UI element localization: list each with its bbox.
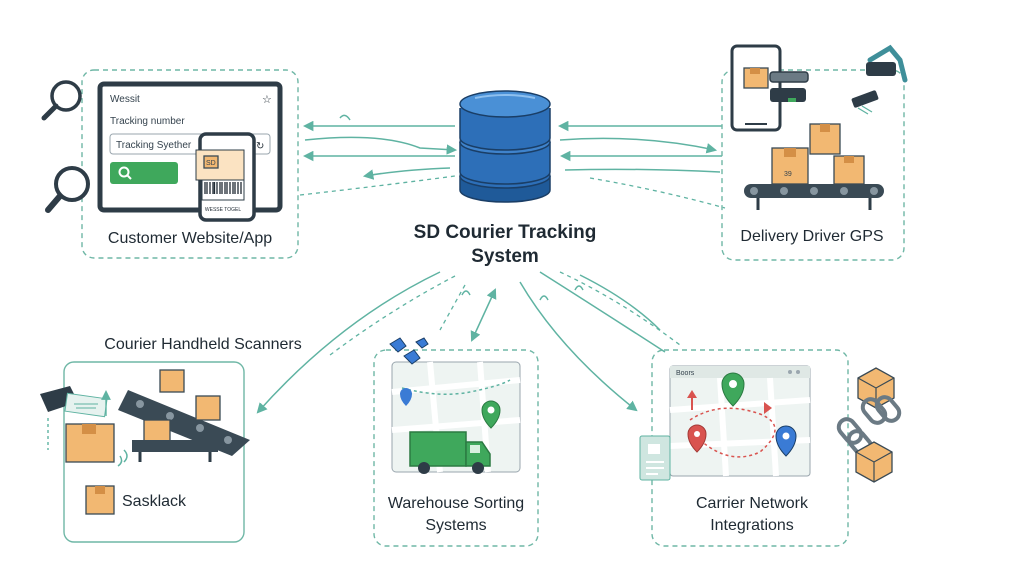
customer-label: Customer Website/App <box>108 230 272 247</box>
connector-carrier-4 <box>579 274 661 331</box>
driver-label: Delivery Driver GPS <box>740 228 883 245</box>
driver-box-label: 39 <box>784 171 792 178</box>
warehouse-frame <box>373 349 539 547</box>
drone-icon <box>389 337 429 365</box>
phone-box-icon <box>203 155 219 169</box>
conveyor-icon <box>118 369 250 462</box>
carrier-map-title: Boors <box>676 370 695 377</box>
connectors <box>256 114 726 414</box>
map-pin-icon-blue <box>775 425 797 457</box>
connector-carrier-2 <box>539 271 666 353</box>
connector-customer-squiggle <box>339 114 351 121</box>
node-driver: 39 Delivery Driver GPS <box>721 44 908 261</box>
scanner-icon <box>40 386 111 450</box>
connector-driver-2 <box>559 137 718 154</box>
connector-driver-4 <box>564 168 721 173</box>
magnifier-icon-2 <box>45 166 90 213</box>
node-carrier: Boors <box>639 349 902 547</box>
warehouse-label-line1: Warehouse Sorting <box>388 495 524 512</box>
search-icon <box>118 166 132 180</box>
tracking-input-value: Tracking Syether <box>116 140 192 151</box>
tracking-field-label: Tracking number <box>110 116 185 127</box>
scanners-item-label: Sasklack <box>122 493 187 510</box>
connector-carrier-1 <box>519 281 638 412</box>
connector-warehouse-dashed <box>439 284 466 331</box>
chain-link-icon <box>836 395 902 457</box>
node-warehouse: Warehouse Sorting Systems <box>373 337 539 547</box>
system-title-line2: System <box>471 246 539 267</box>
squiggle-3 <box>574 285 584 291</box>
scan-wave <box>117 449 128 467</box>
package-icon-2 <box>855 441 893 483</box>
star-icon: ☆ <box>262 94 272 106</box>
package-stack: 39 <box>771 123 865 185</box>
robot-arm-icon <box>769 44 908 102</box>
refresh-icon[interactable]: ↻ <box>256 141 264 152</box>
driver-frame <box>721 69 905 261</box>
squiggle-2 <box>539 295 549 301</box>
node-customer: Wessit ☆ Tracking number Tracking Syethe… <box>41 69 299 259</box>
magnifier-icon <box>41 80 82 121</box>
node-scanners: Courier Handheld Scanners <box>40 336 302 543</box>
phone-box-text: SD <box>206 160 216 167</box>
package-icon <box>743 67 769 89</box>
system-title-line1: SD Courier Tracking <box>414 222 597 243</box>
map-pin-icon <box>400 388 412 406</box>
warehouse-label-line2: Systems <box>425 517 486 534</box>
connector-scanners <box>256 271 441 414</box>
carrier-label-line1: Carrier Network <box>696 495 809 512</box>
conveyor-icon <box>744 184 884 210</box>
phone-package <box>195 149 245 181</box>
connector-warehouse <box>470 288 497 342</box>
truck-icon <box>409 431 491 474</box>
drone-icon <box>851 90 879 115</box>
map-pin-icon-green <box>481 400 501 429</box>
scanners-frame <box>63 361 245 543</box>
connector-driver-5 <box>589 177 726 209</box>
window-title: Wessit <box>110 94 140 105</box>
package-icon-small <box>85 485 115 515</box>
connector-scanners-dashed <box>329 275 456 356</box>
map-pin-icon-green <box>721 372 745 407</box>
map-window-icon <box>669 365 811 477</box>
connector-customer-2 <box>304 136 458 155</box>
play-arrow-icon <box>764 402 772 414</box>
connector-customer-4 <box>362 167 451 180</box>
carrier-label-line2: Integrations <box>710 517 794 534</box>
connector-carrier-3 <box>559 271 681 346</box>
database-icon <box>459 90 551 203</box>
connector-customer-5 <box>299 175 456 196</box>
document-icon <box>639 435 671 481</box>
barcode-icon <box>201 179 245 201</box>
map-pin-icon-red <box>687 424 707 453</box>
barcode-caption: WESSE TOGEL <box>205 207 241 213</box>
squiggle-1 <box>461 290 471 296</box>
package-icon <box>65 423 115 463</box>
scanners-label: Courier Handheld Scanners <box>104 336 301 353</box>
customer-frame <box>81 69 299 259</box>
